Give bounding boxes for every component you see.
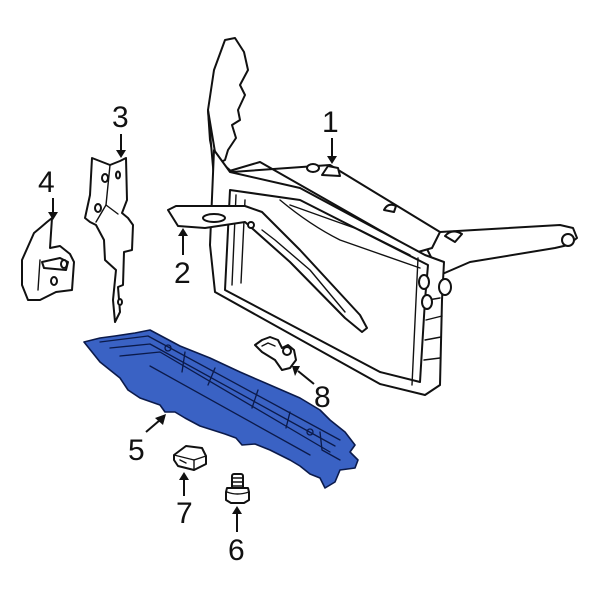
callout-label: 2 (174, 257, 191, 290)
callout-label: 6 (228, 534, 245, 567)
small-mount-bracket[interactable] (21, 217, 75, 301)
callout-label: 8 (314, 381, 331, 414)
callout-8: 8 (292, 366, 331, 414)
callout-label: 7 (176, 497, 193, 530)
callout-1: 1 (322, 106, 339, 164)
callout-3: 3 (112, 101, 129, 158)
callout-label: 5 (128, 434, 145, 467)
callout-6: 6 (228, 506, 245, 567)
side-bracket-arm[interactable] (167, 205, 368, 333)
bolt[interactable] (225, 473, 250, 504)
callout-label: 4 (38, 166, 55, 199)
callout-7: 7 (176, 472, 193, 530)
callout-2: 2 (174, 228, 191, 290)
lower-splash-shield[interactable] (83, 329, 359, 489)
clip-nut[interactable] (173, 445, 207, 471)
callout-5: 5 (128, 414, 166, 467)
upright-bracket[interactable] (84, 157, 134, 323)
callout-label: 3 (112, 101, 129, 134)
callout-label: 1 (322, 106, 339, 139)
retainer-clip[interactable] (254, 336, 297, 371)
callout-4: 4 (38, 166, 58, 220)
